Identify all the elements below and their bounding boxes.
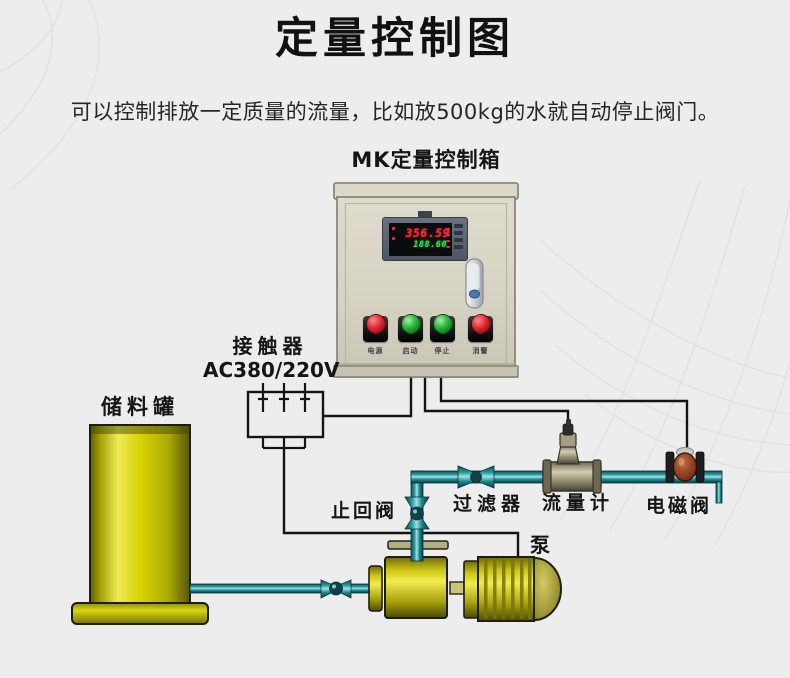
cabinet-plinth: [333, 365, 519, 378]
contactor-rating: AC380/220V: [203, 358, 340, 382]
check-valve: [404, 496, 430, 530]
digital-controller: 356.59 188.60: [382, 217, 468, 261]
pump-body: [384, 556, 448, 619]
suction-valve: [320, 579, 352, 599]
stop-button[interactable]: 停止: [430, 314, 455, 355]
status-led: [446, 234, 450, 236]
tank-base: [71, 602, 209, 625]
alarm-clear-button-cap[interactable]: [470, 314, 491, 334]
door-handle[interactable]: [465, 258, 484, 309]
page-title: 定量控制图: [275, 14, 515, 64]
suction-pipe: [189, 579, 378, 599]
alarm-clear-button[interactable]: 消警: [468, 314, 493, 355]
wire-contactor-to-pump: [282, 448, 520, 561]
stop-button-label: 停止: [434, 347, 451, 355]
start-button-label: 启动: [402, 347, 419, 355]
contactor-label: 接触器: [232, 334, 308, 358]
pump-coupling: [449, 581, 465, 595]
motor: [463, 556, 562, 622]
handle-lock: [469, 289, 480, 299]
power-button-cap[interactable]: [365, 314, 386, 334]
storage-tank: [71, 424, 209, 625]
cabinet-door: [336, 196, 516, 378]
start-button[interactable]: 启动: [398, 314, 423, 355]
control-box-label: MK定量控制箱: [351, 148, 501, 172]
status-led: [446, 246, 450, 248]
contactor-symbol: [246, 383, 325, 450]
power-button-label: 电源: [367, 347, 384, 355]
pump-label: 泵: [530, 533, 550, 557]
pipe-outlet: [715, 481, 723, 504]
solenoid-valve: [665, 447, 705, 483]
check-valve-label: 止回阀: [331, 500, 398, 522]
flow-meter: [542, 419, 602, 494]
display-mount-tab: [418, 211, 432, 218]
flow-meter-label: 流量计: [542, 492, 615, 514]
wire-box-to-solenoid: [439, 377, 689, 451]
control-cabinet: [333, 182, 519, 378]
solenoid-valve-label: 电磁阀: [646, 495, 713, 517]
power-button[interactable]: 电源: [363, 314, 388, 355]
discharge-pipe: [404, 470, 430, 562]
controller-screen: 356.59 188.60: [389, 223, 452, 256]
status-led: [446, 228, 450, 230]
reading-flow: 188.60: [413, 240, 447, 250]
stop-button-cap[interactable]: [432, 314, 453, 334]
filter-label: 过滤器: [453, 493, 526, 515]
start-button-cap[interactable]: [400, 314, 421, 334]
wire-box-to-flow-meter: [423, 377, 570, 423]
pump-inlet-flange: [368, 565, 383, 612]
alarm-clear-button-label: 消警: [472, 347, 489, 355]
wire-box-to-contactor: [323, 377, 413, 418]
motor-end-cap: [533, 556, 562, 622]
pump-unit: [368, 540, 562, 622]
reading-total: 356.59: [405, 226, 450, 240]
status-led: [392, 237, 395, 240]
status-led: [446, 240, 450, 242]
tank-label: 储料罐: [101, 395, 179, 419]
filter: [457, 465, 495, 489]
page-subtitle: 可以控制排放一定质量的流量，比如放500kg的水就自动停止阀门。: [70, 100, 720, 124]
status-led: [392, 227, 395, 230]
